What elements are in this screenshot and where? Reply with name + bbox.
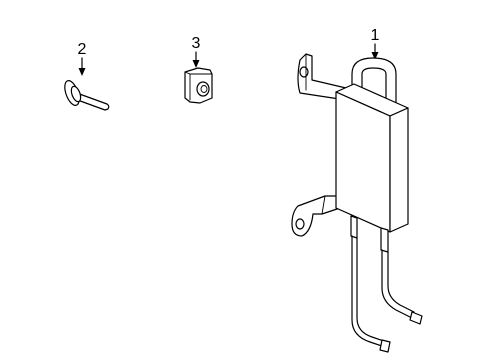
callout-3: 3 bbox=[192, 35, 201, 68]
callout-1-arrow bbox=[371, 52, 379, 60]
upper-bracket bbox=[297, 53, 347, 101]
callout-3-arrow bbox=[192, 60, 200, 68]
tube-right-inner bbox=[387, 251, 415, 313]
clip-top-edge bbox=[184, 71, 213, 75]
callout-2-arrow bbox=[78, 68, 86, 76]
tube-left-inner bbox=[356, 237, 385, 342]
cooler-side-face bbox=[389, 107, 409, 233]
lower-bracket bbox=[291, 195, 344, 237]
cooler-front-face bbox=[335, 91, 391, 233]
clip-nut-hole bbox=[200, 85, 208, 93]
tube-right-outer bbox=[381, 249, 413, 319]
bolt-head-boss bbox=[70, 85, 82, 103]
lower-bracket-hole bbox=[295, 218, 305, 230]
callout-2-label: 2 bbox=[78, 41, 87, 58]
callout-1: 1 bbox=[371, 27, 380, 60]
part-bolt bbox=[64, 80, 110, 111]
tube-right-fitting bbox=[380, 227, 389, 253]
part-oil-cooler bbox=[291, 53, 423, 353]
callout-1-label: 1 bbox=[371, 27, 380, 44]
tube-right-end bbox=[409, 311, 423, 325]
callout-2: 2 bbox=[78, 41, 87, 76]
upper-bracket-hole bbox=[299, 66, 309, 78]
part-clip-nut bbox=[184, 67, 213, 104]
tube-left-fitting bbox=[350, 215, 358, 239]
callout-3-label: 3 bbox=[192, 35, 201, 52]
tube-left-end bbox=[379, 339, 391, 353]
clip-nut-boss bbox=[196, 81, 210, 97]
lower-bracket-fold bbox=[321, 195, 326, 215]
tube-left-outer bbox=[351, 235, 383, 347]
